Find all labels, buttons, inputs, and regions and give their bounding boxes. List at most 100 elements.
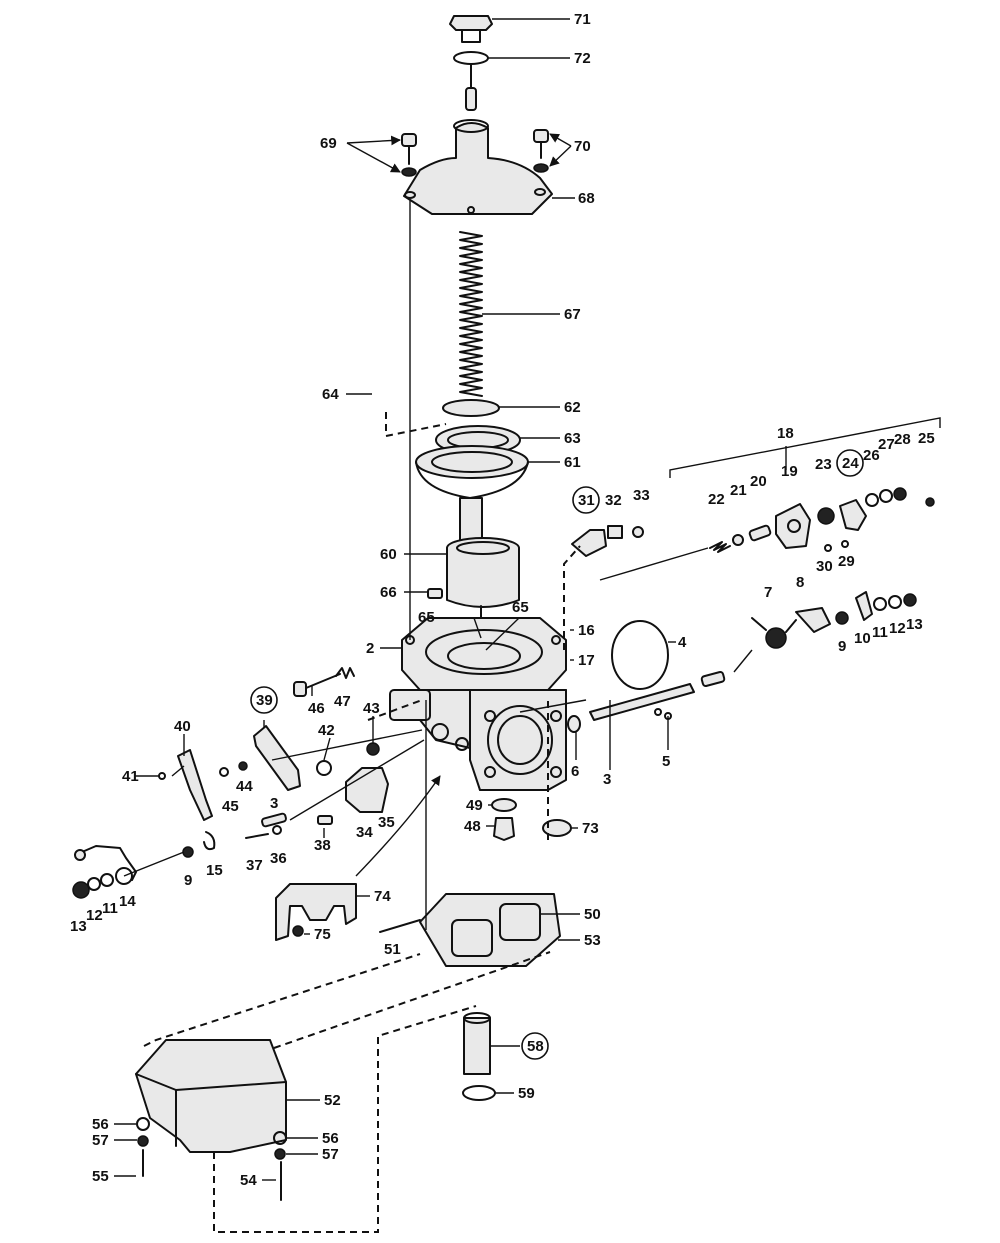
washer-42: [316, 760, 332, 776]
label-67: 67: [564, 306, 581, 323]
label-47: 47: [334, 693, 351, 710]
screw-69: [401, 133, 417, 177]
spring-47: [335, 667, 355, 679]
label-14: 14: [119, 893, 136, 910]
label-34: 34: [356, 824, 373, 841]
bracket-31: [571, 529, 607, 557]
jet-58: [463, 1012, 491, 1075]
washer-57-left: [137, 1135, 149, 1147]
label-40: 40: [174, 718, 191, 735]
label-65-right: 65: [512, 599, 529, 616]
washer-21: [732, 534, 744, 546]
spring-23: [817, 507, 835, 525]
washer-57-right: [274, 1148, 286, 1160]
lever-14: [115, 867, 133, 885]
lever-39: [253, 725, 301, 791]
screw-75: [292, 925, 304, 937]
washer-12-left: [87, 877, 101, 891]
label-36: 36: [270, 850, 287, 867]
label-7: 7: [764, 584, 772, 601]
retaining-ring-62: [442, 399, 500, 417]
screw-37: [245, 833, 269, 839]
label-27: 27: [878, 436, 895, 453]
label-26: 26: [863, 447, 880, 464]
label-53: 53: [584, 932, 601, 949]
label-circle-31: [572, 486, 600, 514]
nut-43: [366, 742, 380, 756]
label-41: 41: [122, 768, 139, 785]
label-35: 35: [378, 814, 395, 831]
label-71: 71: [574, 11, 591, 28]
return-spring-7: [751, 617, 797, 649]
washer-27: [879, 489, 893, 503]
label-44: 44: [236, 778, 253, 795]
spring-67: [459, 231, 483, 397]
label-75: 75: [314, 926, 331, 943]
screw-70: [533, 129, 549, 173]
label-11-left: 11: [102, 900, 118, 917]
washer-30: [824, 544, 832, 552]
label-59: 59: [518, 1085, 535, 1102]
piston-60: [446, 497, 520, 608]
washer-44: [238, 761, 248, 771]
label-19: 19: [781, 463, 798, 480]
pump-body-34-35: [345, 767, 389, 813]
label-74: 74: [374, 888, 391, 905]
label-4: 4: [678, 634, 687, 651]
label-13-right: 13: [906, 616, 923, 633]
label-72: 72: [574, 50, 591, 67]
label-61: 61: [564, 454, 581, 471]
label-50: 50: [584, 906, 601, 923]
label-12-left: 12: [86, 907, 103, 924]
throttle-spindle-3: [589, 670, 726, 721]
label-45: 45: [222, 798, 239, 815]
label-48: 48: [464, 818, 481, 835]
diaphragm-61: [415, 445, 529, 499]
label-18: 18: [777, 425, 794, 442]
pin-3-left: [261, 812, 287, 828]
label-69: 69: [320, 135, 337, 152]
label-3-left: 3: [270, 795, 278, 812]
throttle-lever-8: [795, 607, 831, 633]
clip-32: [607, 525, 623, 539]
bracket-74: [275, 883, 357, 941]
label-25: 25: [918, 430, 935, 447]
label-5: 5: [662, 753, 670, 770]
adjusting-screw-46: [293, 673, 341, 697]
label-30: 30: [816, 558, 833, 575]
washer-26: [865, 493, 879, 507]
o-ring-72: [453, 51, 489, 65]
nut-28: [893, 487, 907, 501]
label-12-right: 12: [889, 620, 906, 637]
label-23: 23: [815, 456, 832, 473]
seal-6: [567, 715, 581, 733]
lever-10-right: [855, 591, 873, 621]
plug-66: [427, 588, 443, 599]
label-24: 24: [842, 455, 859, 472]
label-56-right: 56: [322, 1130, 339, 1147]
pin-20: [748, 524, 772, 542]
label-10-right: 10: [854, 630, 871, 647]
label-circle-39: [250, 686, 278, 714]
float-50: [451, 903, 541, 957]
cam-19: [775, 503, 811, 549]
screw-25: [925, 497, 935, 507]
label-22: 22: [708, 491, 725, 508]
label-73: 73: [582, 820, 599, 837]
label-55: 55: [92, 1168, 109, 1185]
label-51: 51: [384, 941, 401, 958]
washer-11-left: [100, 873, 114, 887]
label-42: 42: [318, 722, 335, 739]
cap-screw-71: [449, 15, 493, 43]
hinge-pin-51: [379, 919, 421, 933]
label-28: 28: [894, 431, 911, 448]
screw-45: [219, 767, 229, 777]
washer-12-right: [888, 595, 902, 609]
label-6: 6: [571, 763, 579, 780]
label-68: 68: [578, 190, 595, 207]
part-labels: 71 72 69 70 68 67 64 62 63 61 60 66 65 6…: [70, 11, 935, 1189]
washer-59: [462, 1085, 496, 1101]
label-9-left: 9: [184, 872, 192, 889]
label-58: 58: [527, 1038, 544, 1055]
label-20: 20: [750, 473, 767, 490]
